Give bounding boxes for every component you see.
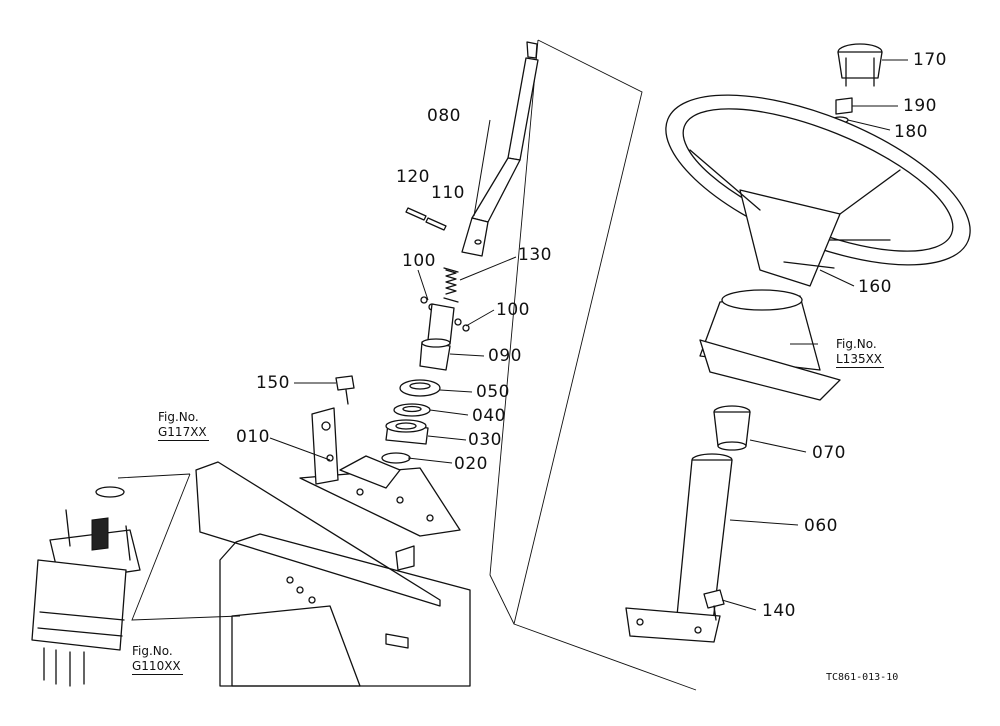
steering-wheel	[665, 94, 971, 287]
fig-ref-l135-label: Fig.No.	[836, 337, 877, 351]
callout-160: 160	[858, 277, 892, 297]
callout-140: 140	[762, 601, 796, 621]
callout-020: 020	[454, 454, 488, 474]
fig-ref-g117-label: Fig.No.	[158, 410, 199, 424]
fig-ref-l135-code: L135XX	[836, 352, 885, 368]
bushing-070	[713, 405, 751, 451]
bolt-150	[335, 375, 355, 405]
callout-120: 120	[396, 167, 430, 187]
bearing-stack	[381, 379, 441, 464]
callout-030: 030	[468, 430, 502, 450]
callout-190: 190	[903, 96, 937, 116]
callout-130: 130	[518, 245, 552, 265]
spring-pins	[405, 207, 447, 231]
fig-ref-g110: Fig.No. G110XX	[132, 644, 183, 675]
fig-ref-l135: Fig.No. L135XX	[836, 337, 885, 368]
callout-170: 170	[913, 50, 947, 70]
callout-100-right: 100	[496, 300, 530, 320]
figure-id: TC861-013-10	[826, 672, 899, 683]
fig-ref-g117-code: G117XX	[158, 425, 209, 441]
bolt-140	[703, 589, 725, 621]
fig-ref-g110-code: G110XX	[132, 659, 183, 675]
callout-100-left: 100	[402, 251, 436, 271]
universal-joint	[419, 303, 455, 371]
callout-150: 150	[256, 373, 290, 393]
callout-040: 040	[472, 406, 506, 426]
column-tube	[625, 453, 733, 643]
fig-ref-g117: Fig.No. G117XX	[158, 410, 209, 441]
callout-090: 090	[488, 346, 522, 366]
wheel-cap-stack	[831, 43, 883, 124]
assembly-boundary	[489, 39, 697, 691]
leader-lines	[269, 59, 908, 611]
steering-shaft	[461, 41, 539, 257]
column-cover	[699, 289, 841, 401]
fig-ref-g110-label: Fig.No.	[132, 644, 173, 658]
callout-180: 180	[894, 122, 928, 142]
callout-050: 050	[476, 382, 510, 402]
motor-unit	[31, 486, 141, 687]
spring	[443, 267, 459, 303]
dash-panel	[117, 461, 471, 687]
callout-060: 060	[804, 516, 838, 536]
callout-110: 110	[431, 183, 465, 203]
column-bracket	[299, 407, 461, 537]
callout-070: 070	[812, 443, 846, 463]
callout-080: 080	[427, 106, 461, 126]
callout-010: 010	[236, 427, 270, 447]
